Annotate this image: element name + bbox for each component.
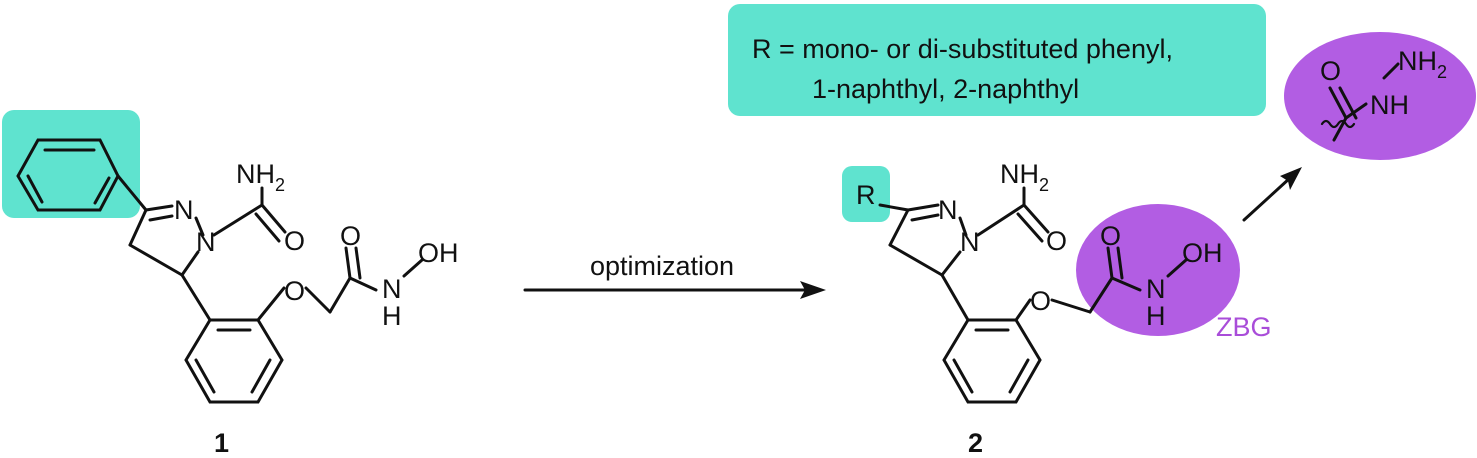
zbg-label: ZBG	[1216, 312, 1272, 342]
atom-n-lower: N	[196, 227, 216, 257]
r-definition-line-2: 1-naphthyl, 2-naphthyl	[812, 74, 1079, 104]
compound-1: NH2 N N O O O N H OH 1	[2, 110, 459, 458]
phenyl-ring	[16, 138, 148, 212]
atom-o-acyl: O	[1100, 221, 1121, 251]
hydrazide-o: O	[1320, 56, 1341, 86]
zbg-ellipse	[1076, 204, 1240, 336]
r-group-label: R	[856, 180, 876, 210]
atom-n-hydroxamic: N	[1146, 274, 1166, 304]
compound-1-number: 1	[214, 428, 229, 458]
arrow-label: optimization	[590, 251, 734, 281]
atom-n-lower: N	[960, 227, 980, 257]
hydrazide-group: O NH NH2	[1284, 32, 1476, 160]
aryloxy-ring	[180, 246, 424, 404]
atom-nh2: NH2	[1000, 159, 1049, 195]
hydrazide-nh2: NH2	[1398, 46, 1447, 82]
r-definition-box: R = mono- or di-substituted phenyl, 1-na…	[728, 4, 1266, 116]
wavy-bond	[1320, 119, 1356, 129]
replacement-arrow	[1242, 167, 1302, 222]
carbamoyl-group	[212, 186, 287, 243]
replacement-arrowhead	[1280, 167, 1302, 190]
phenyl-highlight	[2, 110, 140, 218]
arrowhead	[800, 281, 826, 299]
r-definition-line-1: R = mono- or di-substituted phenyl,	[752, 34, 1173, 64]
atom-n-upper: N	[938, 195, 958, 225]
reaction-arrow: optimization	[523, 251, 826, 299]
atom-n-upper: N	[174, 195, 194, 225]
hydrazide-ellipse	[1284, 32, 1476, 160]
r-highlight	[842, 166, 890, 222]
pyrazoline-ring	[128, 204, 205, 277]
compound-2-bonds	[878, 186, 1188, 404]
atom-h-hydroxamic: H	[382, 301, 402, 331]
atom-o-carbonyl: O	[284, 226, 305, 256]
atom-n-hydroxamic: N	[382, 274, 402, 304]
atom-h-hydroxamic: H	[1146, 301, 1166, 331]
compound-2: R NH2 N N O O O N H OH ZBG 2	[842, 159, 1272, 458]
atom-nh2: NH2	[236, 159, 285, 195]
atom-o-carbonyl: O	[1046, 226, 1067, 256]
compound-2-number: 2	[968, 428, 983, 458]
atom-o-acyl: O	[340, 221, 361, 251]
hydrazide-nh: NH	[1370, 90, 1409, 120]
atom-oh: OH	[418, 238, 459, 268]
atom-o-ether: O	[284, 276, 305, 306]
atom-o-ether: O	[1030, 286, 1051, 316]
atom-oh: OH	[1182, 238, 1223, 268]
